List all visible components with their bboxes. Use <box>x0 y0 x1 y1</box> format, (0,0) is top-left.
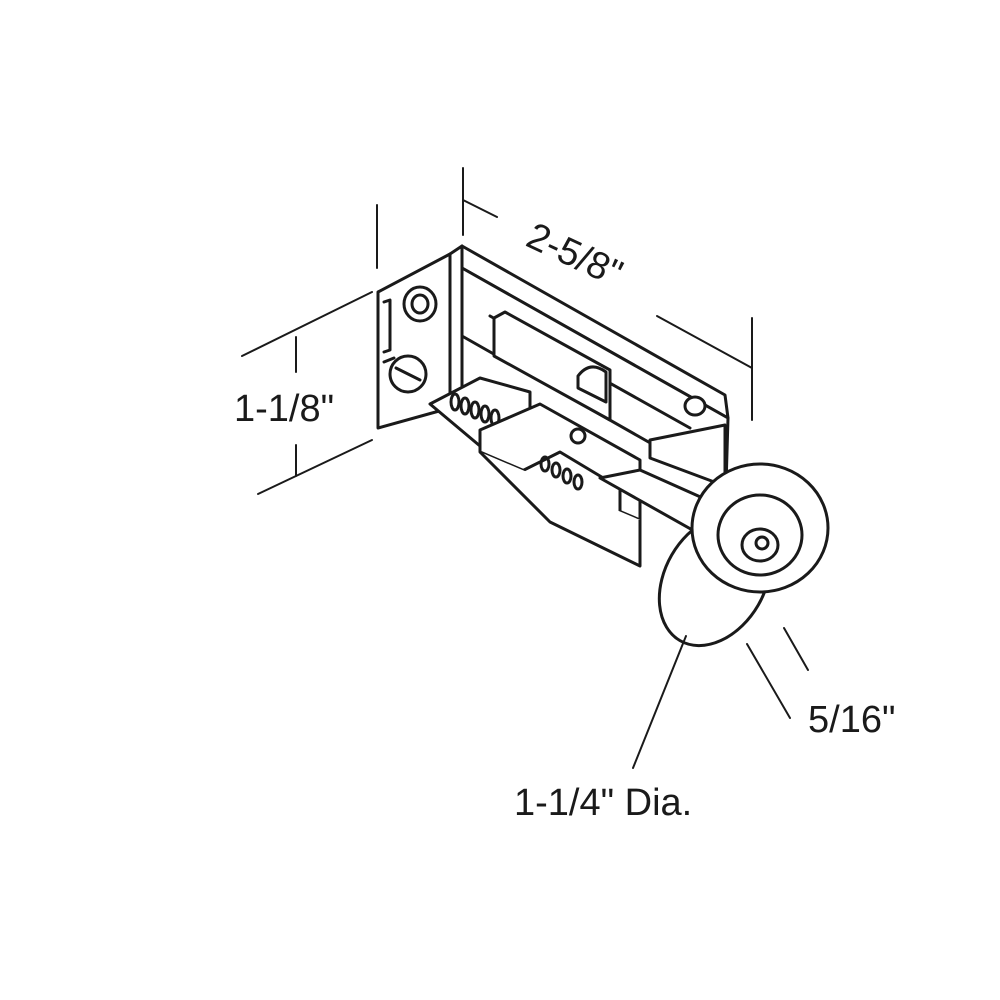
wheel-width-extension-right <box>783 627 809 671</box>
housing-slot <box>492 310 612 422</box>
housing-rivet <box>683 395 707 417</box>
lower-slide-bottom <box>478 450 642 568</box>
screw-edge <box>382 356 396 364</box>
length-label: 2-5/8" <box>520 215 628 295</box>
length-dimension-line-left <box>462 199 498 218</box>
wheel-axle-pin <box>754 535 770 551</box>
wheel-diameter-leader <box>632 635 687 769</box>
wheel-diameter-dimension: 1-1/4" Dia. <box>514 635 692 824</box>
hole-outer <box>402 285 438 323</box>
wheel-width-label: 5/16" <box>808 699 895 741</box>
height-label: 1-1/8" <box>234 388 334 430</box>
height-extension-bottom <box>257 439 373 495</box>
housing-tab <box>576 365 608 404</box>
screw-slot <box>394 366 422 382</box>
slide-rivet <box>569 427 587 445</box>
wheel-diameter-label: 1-1/4" Dia. <box>514 782 692 824</box>
length-dimension-line-right <box>656 315 753 369</box>
height-extension-top <box>241 291 373 357</box>
adjuster-assembly <box>428 376 642 568</box>
mounting-plate-edge <box>448 244 464 410</box>
mounting-hole-top <box>402 285 438 323</box>
hole-inner <box>410 293 430 315</box>
height-dimension: 1-1/8" <box>234 204 378 495</box>
mounting-plate-notch <box>382 298 392 354</box>
wheel-width-extension-left <box>746 643 791 719</box>
wheel-axle <box>740 527 780 563</box>
wheel <box>657 462 830 648</box>
slide-coils <box>539 455 584 491</box>
wheel-hub-ring <box>716 493 804 577</box>
mounting-screw <box>382 354 428 394</box>
wheel-width-dimension: 5/16" <box>746 627 895 741</box>
